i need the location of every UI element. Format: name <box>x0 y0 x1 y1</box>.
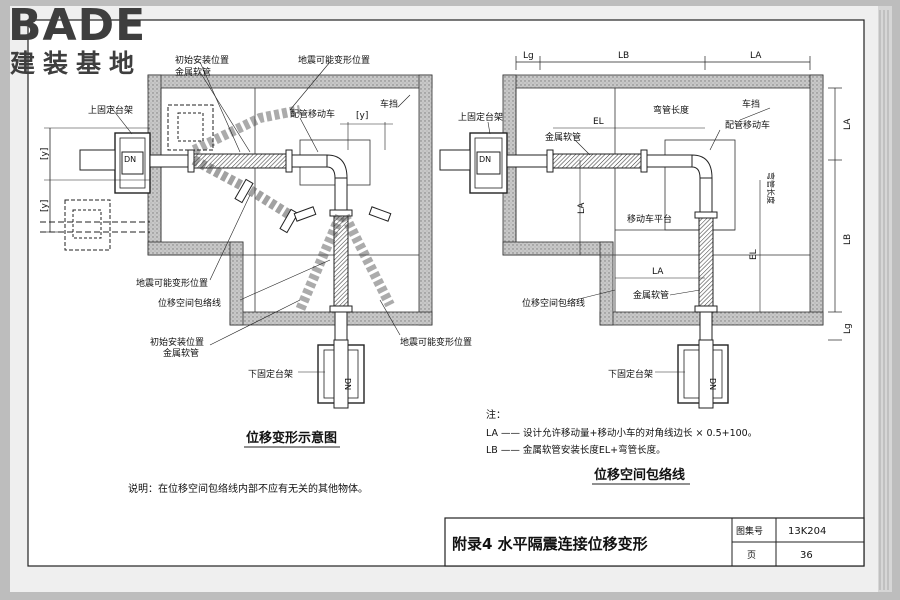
title-block-title: 附录4 水平隔震连接位移变形 <box>452 535 648 553</box>
left-note: 说明：在位移空间包络线内部不应有无关的其他物体。 <box>128 482 368 495</box>
right-diagram: Lg LB LA 上固定台架 车挡 EL 弯管长度 金属软管 配管移动车 DN … <box>439 51 853 485</box>
left-seismic-bottom-label: 地震可能变形位置 <box>400 336 472 348</box>
left-diagram-title: 位移变形示意图 <box>246 430 337 446</box>
left-dn-bottom-label: DN <box>343 378 352 390</box>
title-block: 附录4 水平隔震连接位移变形 图集号 13K204 页 36 <box>444 517 865 567</box>
left-envelope-label: 位移空间包络线 <box>158 297 221 309</box>
left-dn-top-label: DN <box>124 155 136 164</box>
right-la-mid: LA <box>652 267 664 277</box>
right-lb-top: LB <box>618 51 629 61</box>
left-cart-label: 配管移动车 <box>290 108 335 120</box>
right-note-lb: LB —— 金属软管安装长度EL+弯管长度。 <box>486 444 666 456</box>
right-el-label: EL <box>593 117 604 127</box>
right-cart-platform-label: 移动车平台 <box>627 213 672 225</box>
left-hose-label-2: 金属软管 <box>163 347 199 359</box>
left-upper-support-label: 上固定台架 <box>88 104 133 116</box>
left-y-dim-2: [y] <box>40 148 50 160</box>
right-hose-top-label: 金属软管 <box>545 131 581 143</box>
right-bend-length-label: 弯管长度 <box>653 104 689 116</box>
page-label: 页 <box>747 550 756 561</box>
left-diagram: 初始安装位置 金属软管 地震可能变形位置 配管移动车 车挡 上固定台架 DN [… <box>40 54 472 495</box>
right-cart-label: 配管移动车 <box>725 119 770 131</box>
left-lower-support-label: 下固定台架 <box>248 368 293 380</box>
left-y-dim-3: [y] <box>40 200 50 212</box>
right-upper-support-label: 上固定台架 <box>458 111 503 123</box>
right-dn-label: DN <box>479 155 491 164</box>
right-stop-label: 车挡 <box>742 98 760 110</box>
left-initial-position-label-2: 初始安装位置 <box>150 336 204 348</box>
right-lg-top: Lg <box>523 51 534 61</box>
atlas-number-label: 图集号 <box>736 525 763 537</box>
left-seismic-left-label: 地震可能变形位置 <box>136 277 208 289</box>
right-bend-length-vertical: 弯管长度 <box>766 172 776 204</box>
right-lb-right: LB <box>843 234 853 245</box>
right-hose-bottom-label: 金属软管 <box>633 289 669 301</box>
right-notes-heading: 注： <box>486 408 506 421</box>
right-dn-bottom-label: DN <box>708 378 717 390</box>
right-lower-support-label: 下固定台架 <box>608 368 653 380</box>
right-lg-right: Lg <box>843 323 853 334</box>
left-y-dim-1: [y] <box>356 111 368 121</box>
right-diagram-title: 位移空间包络线 <box>594 467 685 483</box>
page-number-value: 36 <box>800 550 813 561</box>
right-el-right: EL <box>749 249 759 260</box>
left-hose-label-1: 金属软管 <box>175 66 211 78</box>
right-la-top: LA <box>750 51 762 61</box>
brand-logo: BADE <box>8 0 147 51</box>
right-envelope-label: 位移空间包络线 <box>522 297 585 309</box>
atlas-number-value: 13K204 <box>788 526 826 537</box>
right-la-right: LA <box>843 118 853 130</box>
right-note-la: LA —— 设计允许移动量+移动小车的对角线边长 × 0.5+100。 <box>486 427 757 439</box>
right-la-left: LA <box>577 202 587 214</box>
brand-logo-subtitle: 建装基地 <box>10 49 143 78</box>
left-seismic-top-label: 地震可能变形位置 <box>298 54 370 66</box>
left-stop-label: 车挡 <box>380 98 398 110</box>
left-initial-position-label-1: 初始安装位置 <box>175 54 229 66</box>
